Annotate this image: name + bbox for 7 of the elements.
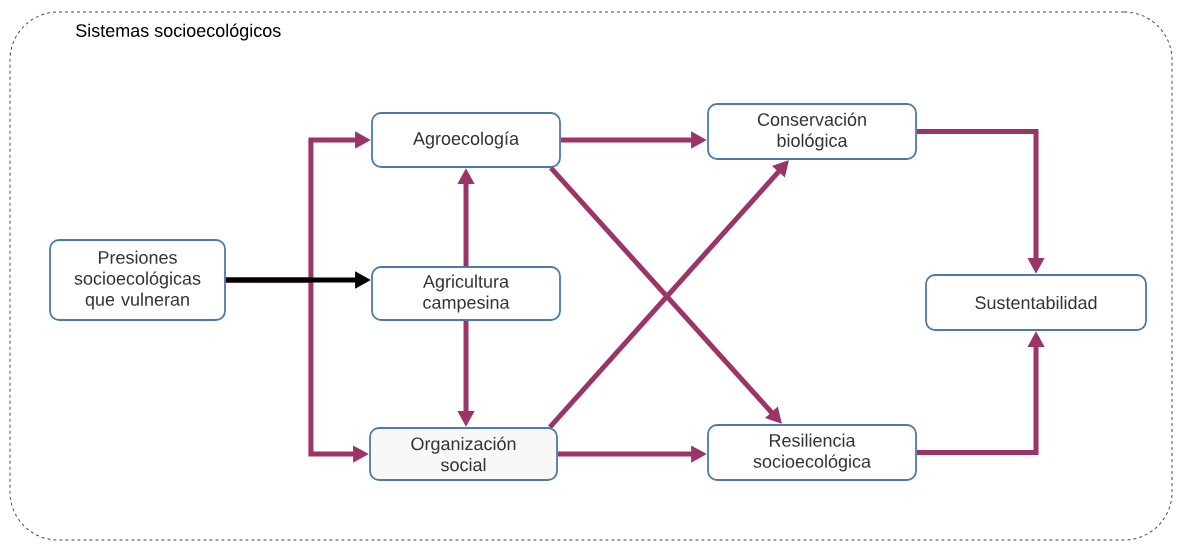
- process-box: Organización social: [369, 427, 558, 481]
- process-box: Conservación biológica: [707, 103, 917, 160]
- process-box: Resiliencia socioecológica: [707, 424, 917, 481]
- process-box: Agricultura campesina: [371, 266, 561, 321]
- process-box: Agroecología: [371, 112, 561, 168]
- process-box: Presiones socioecológicas que vulneran: [49, 239, 226, 321]
- process-box: Sustentabilidad: [925, 274, 1147, 331]
